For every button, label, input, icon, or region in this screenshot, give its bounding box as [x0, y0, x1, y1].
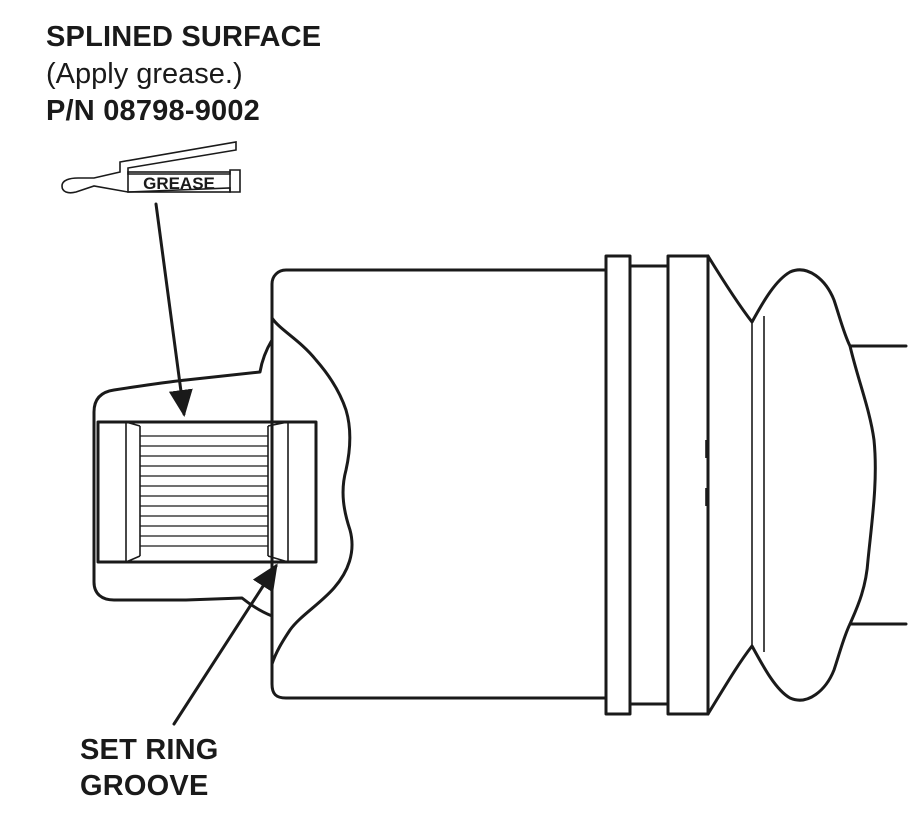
- set-ring-leader-arrow: [172, 563, 278, 726]
- grease-tube-icon: GREASE: [61, 141, 241, 194]
- joint-bore-outline: [270, 316, 354, 666]
- splined-surface: [125, 421, 289, 563]
- part-number-label: P/N 08798-9002: [46, 95, 261, 127]
- stub-shaft: [92, 316, 318, 618]
- grease-tube-text: GREASE: [143, 174, 215, 193]
- cv-boot: [705, 254, 908, 716]
- grease-leader-arrow: [154, 202, 193, 417]
- splined-surface-label: SPLINED SURFACE: [46, 21, 322, 53]
- set-ring-label-line1: SET RING: [80, 734, 219, 766]
- set-ring-label-line2: GROOVE: [80, 770, 209, 802]
- outer-housing: [270, 268, 608, 700]
- boot-band: [604, 254, 710, 716]
- apply-grease-note: (Apply grease.): [46, 58, 243, 90]
